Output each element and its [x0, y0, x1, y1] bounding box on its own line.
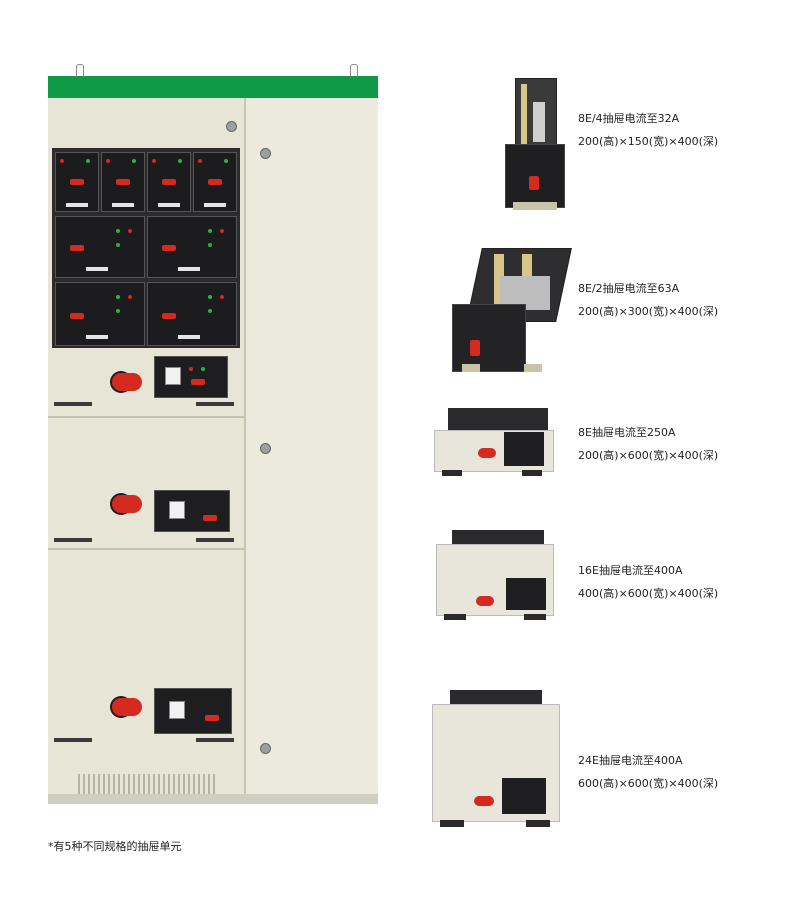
cabinet-base — [48, 794, 378, 804]
drawer-unit-2-caption: 8E/2抽屉电流至63A 200(高)×300(宽)×400(深) — [578, 282, 718, 319]
drawer-module-block — [52, 148, 240, 348]
drawer-module-small — [101, 152, 145, 212]
cabinet-right-section — [246, 98, 378, 804]
drawer-unit-3-image — [434, 408, 554, 476]
drawer-module-half — [147, 282, 237, 346]
door-knob-icon — [260, 443, 271, 454]
drawer-unit-3-caption: 8E抽屉电流至250A 200(高)×600(宽)×400(深) — [578, 426, 718, 463]
cabinet-green-top-bar — [48, 76, 378, 98]
drawer-unit-2-image — [452, 248, 572, 376]
door-knob-icon — [260, 743, 271, 754]
cabinet-left-section — [48, 98, 246, 804]
drawer-unit-dimensions: 200(高)×150(宽)×400(深) — [578, 135, 719, 148]
drawer-unit-title: 8E/4抽屉电流至32A — [578, 112, 680, 125]
lifting-hook-icon — [350, 64, 358, 77]
drawer-module-half — [55, 282, 145, 346]
footnote: *有5种不同规格的抽屉单元 — [48, 840, 182, 853]
drawer-unit-5-image — [432, 690, 560, 830]
drawer-unit-title: 24E抽屉电流至400A — [578, 754, 683, 767]
drawer-unit-4-image — [436, 530, 554, 622]
drawer-unit-title: 8E抽屉电流至250A — [578, 426, 676, 439]
drawer-module-half — [147, 216, 237, 278]
drawer-module-half — [55, 216, 145, 278]
drawer-unit-dimensions: 200(高)×600(宽)×400(深) — [578, 449, 719, 462]
drawer-unit-4-caption: 16E抽屉电流至400A 400(高)×600(宽)×400(深) — [578, 564, 718, 601]
drawer-unit-title: 16E抽屉电流至400A — [578, 564, 683, 577]
drawer-unit-dimensions: 600(高)×600(宽)×400(深) — [578, 777, 719, 790]
drawer-module-small — [147, 152, 191, 212]
drawer-unit-5-caption: 24E抽屉电流至400A 600(高)×600(宽)×400(深) — [578, 754, 718, 791]
door-knob-icon — [226, 121, 237, 132]
drawer-unit-1-caption: 8E/4抽屉电流至32A 200(高)×150(宽)×400(深) — [578, 112, 718, 149]
drawer-unit-title: 8E/2抽屉电流至63A — [578, 282, 680, 295]
drawer-unit-dimensions: 200(高)×300(宽)×400(深) — [578, 305, 719, 318]
drawer-module-small — [193, 152, 237, 212]
lifting-hook-icon — [76, 64, 84, 77]
switchgear-cabinet-image — [48, 64, 378, 804]
drawer-module-small — [55, 152, 99, 212]
drawer-unit-dimensions: 400(高)×600(宽)×400(深) — [578, 587, 719, 600]
door-knob-icon — [260, 148, 271, 159]
drawer-unit-1-image — [505, 78, 565, 213]
